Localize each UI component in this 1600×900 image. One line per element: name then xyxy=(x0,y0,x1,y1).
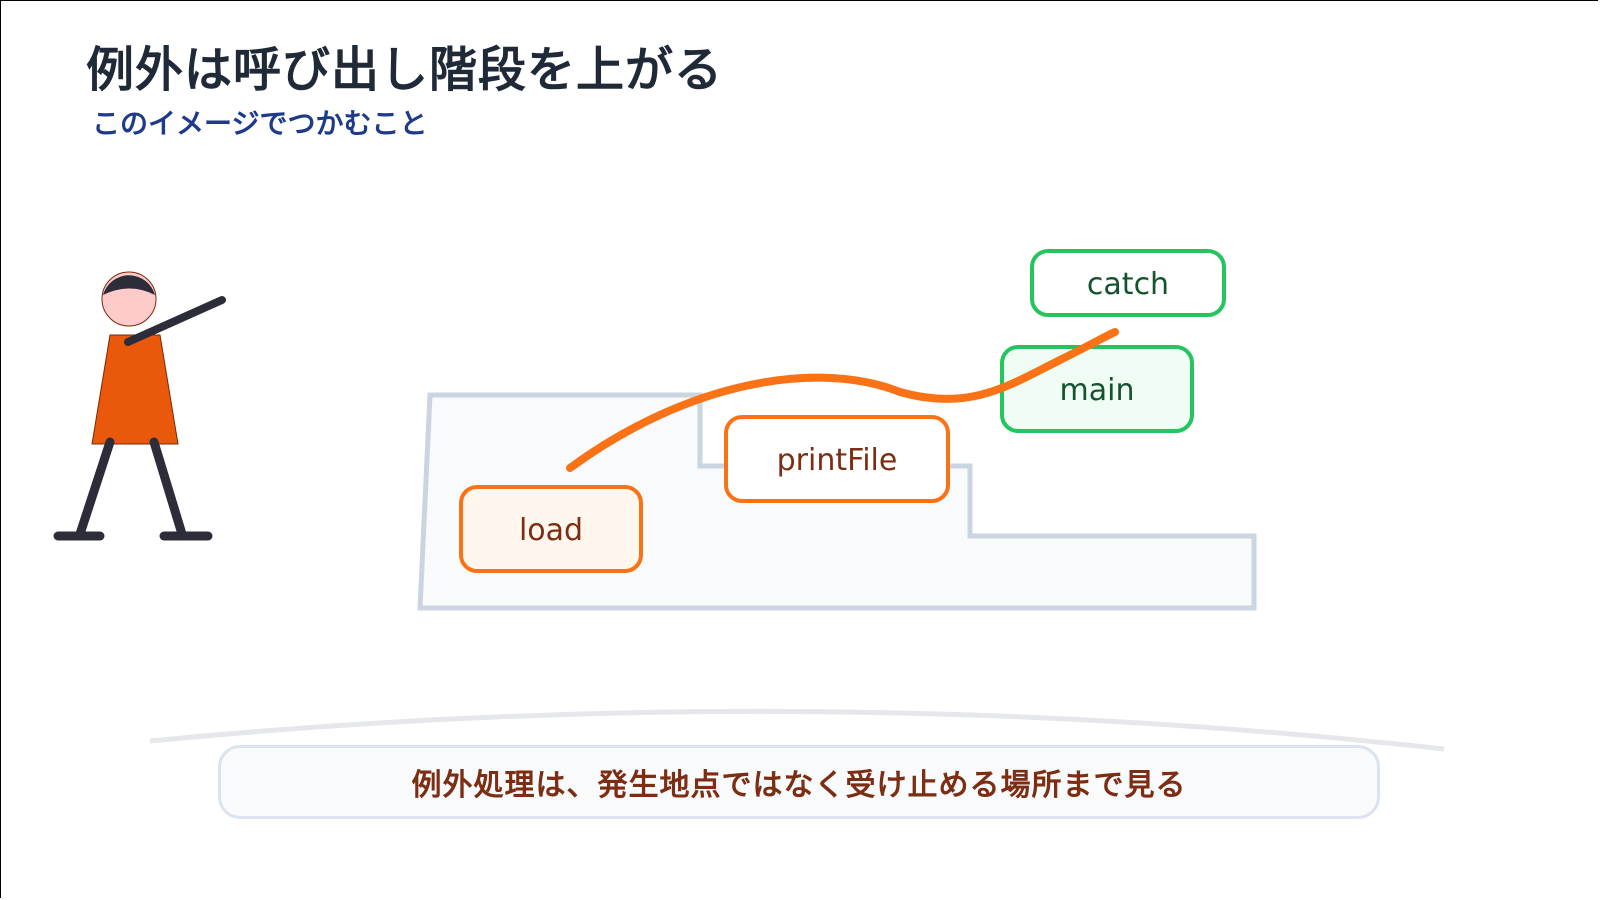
horizon-arc xyxy=(149,708,1445,752)
frame-main: main xyxy=(1000,345,1194,433)
frame-printfile-label: printFile xyxy=(777,443,898,478)
frame-main-label: main xyxy=(1060,373,1135,408)
person-right-leg xyxy=(149,437,187,539)
person-arm xyxy=(124,296,226,346)
person-hair xyxy=(103,275,155,295)
exception-path xyxy=(566,328,1119,472)
takeaway-banner: 例外処理は、発生地点ではなく受け止める場所まで見る xyxy=(218,745,1380,819)
slide-title: 例外は呼び出し階段を上がる xyxy=(86,42,724,98)
frame-printfile: printFile xyxy=(724,415,950,503)
person-left-leg xyxy=(75,437,115,539)
frame-catch: catch xyxy=(1030,249,1226,317)
person-body xyxy=(91,334,179,445)
pointing-person xyxy=(53,271,226,541)
frame-catch-label: catch xyxy=(1087,267,1169,302)
frame-catch-box xyxy=(1030,249,1226,317)
frame-load: load xyxy=(459,485,643,573)
slide-subtitle: このイメージでつかむこと xyxy=(92,107,428,140)
takeaway-text: 例外処理は、発生地点ではなく受け止める場所まで見る xyxy=(411,768,1187,803)
frame-printfile-box xyxy=(724,415,950,503)
frame-load-label: load xyxy=(519,513,583,548)
frame-load-box xyxy=(459,485,643,573)
